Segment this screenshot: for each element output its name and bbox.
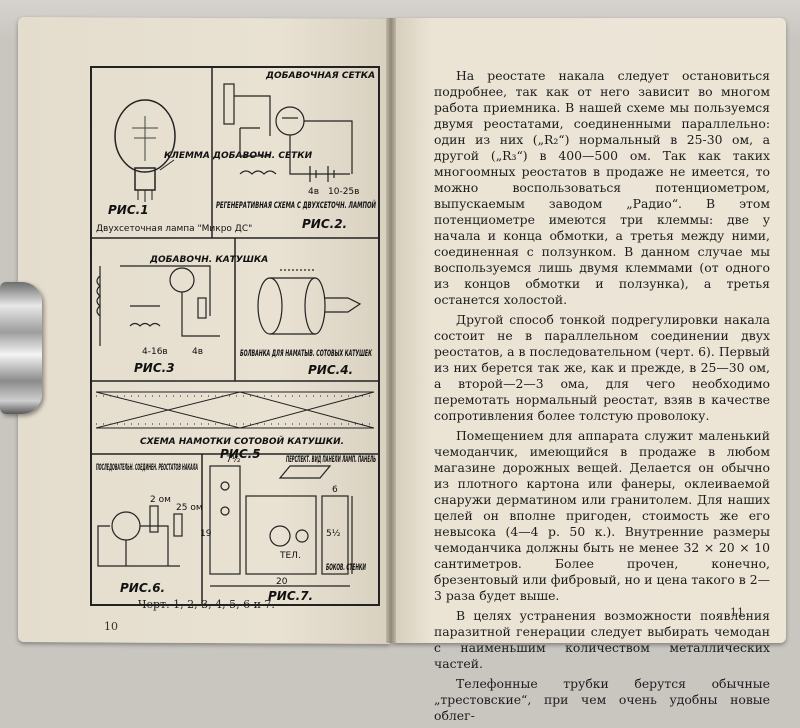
fig2-battery2: 10-25в [328,187,359,197]
schematics-drawing: КЛЕММА ДОБАВОЧН. СЕТКИ РИС.1 Двухсеточна… [90,66,380,606]
fig6-value2: 25 ом [176,503,203,513]
fig2-desc: РЕГЕНЕРАТИВНАЯ СХЕМА С ДВУХСЕТОЧН. ЛАМПО… [216,199,376,211]
paragraph: Помещением для аппарата служит маленький… [434,428,770,603]
fig7-panel [209,465,353,587]
fig3-battery: 4-16в [142,347,168,357]
fig7-side: БОКОВ. СТЕНКИ [326,563,366,573]
fig7-d3: 20 [276,577,288,587]
fig7-d5: 5½ [326,529,341,539]
right-page [392,18,786,643]
book-gutter [386,18,396,643]
paragraph: На реостате накала следует остановиться … [434,68,770,307]
fig2-circuit [223,83,353,182]
page-number-right: 11 [730,606,744,619]
fig3-label: РИС.3 [134,361,175,375]
fig1-lamp [114,99,176,202]
fig4-label: РИС.4. [308,363,353,377]
fig1-label: РИС.1 [108,203,149,217]
body-text: На реостате накала следует остановиться … [434,68,770,728]
fig5-label: РИС.5 [220,447,261,461]
figure-plate: КЛЕММА ДОБАВОЧН. СЕТКИ РИС.1 Двухсеточна… [90,66,382,614]
fig4-bobbin [257,269,362,335]
fig6-note: ПОСЛЕДОВАТЕЛЬН. СОЕДИНЕН. РЕОСТАТОВ НАКА… [96,463,198,473]
figure-caption: Черт. 1, 2, 3, 4, 5, 6 и 7. [138,598,275,611]
fig7-d1: 7½ [226,455,241,465]
fig4-desc: БОЛВАНКА ДЛЯ НАМАТЫВ. СОТОВЫХ КАТУШЕК [240,349,372,359]
fig2-note: ДОБАВОЧНАЯ СЕТКА [265,71,375,81]
paragraph: Другой способ тонкой подрегулировки нака… [434,312,770,423]
fig2-label: РИС.2. [302,217,347,231]
fig6-label: РИС.6. [120,581,165,595]
fig1-note: КЛЕММА ДОБАВОЧН. СЕТКИ [164,151,313,161]
paragraph: В целях устранения возможности появления… [434,608,770,671]
open-book: КЛЕММА ДОБАВОЧН. СЕТКИ РИС.1 Двухсеточна… [18,17,790,723]
fig3-battery2: 4в [192,347,203,357]
fig6-value: 2 ом [150,495,171,505]
fig5-desc: СХЕМА НАМОТКИ СОТОВОЙ КАТУШКИ. [140,435,344,447]
fig2-battery: 4в [308,187,319,197]
fig5-winding [95,391,375,429]
page-number-left: 10 [104,620,118,633]
fig7-label: РИС.7. [268,589,313,603]
fig7-d4: 6 [332,485,338,495]
fig1-desc: Двухсеточная лампа "Микро ДС" [96,224,252,234]
metal-weight-object [0,282,42,414]
fig7-tel: ТЕЛ. [279,551,301,561]
fig3-circuit [96,265,220,346]
fig7-note: ПЕРСПЕКТ. ВИД ПАНЕЛИ ЛАМП. ПАНЕЛЬ [286,455,376,465]
fig6-circuit [97,505,183,567]
fig7-d2: 19 [200,529,212,539]
fig3-note: ДОБАВОЧН. КАТУШКА [149,255,268,265]
paragraph: Телефонные трубки берутся обычные „трест… [434,676,770,723]
